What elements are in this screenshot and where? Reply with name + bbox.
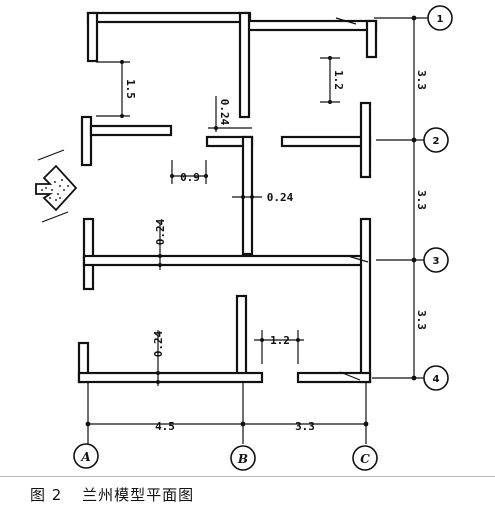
dim-opening-mid: 0.9	[180, 171, 200, 184]
dim-wall-upper-group: 0.24	[208, 96, 252, 132]
wall-left-row2	[80, 115, 93, 167]
dim-wall-thk-left-mid: 0.24	[154, 218, 167, 245]
wall-right-lower	[359, 217, 372, 384]
caption-divider	[0, 476, 495, 477]
dim-span-bc: 3.3	[295, 420, 315, 433]
dim-opening-mid-group: 0.9	[170, 160, 208, 184]
dim-wall-left-mid-group: 0.24	[154, 218, 167, 270]
column-axis-a: A	[73, 443, 99, 469]
wall-center-lower	[235, 294, 248, 378]
column-axis-c: C	[352, 445, 378, 471]
dim-opening-bottom: 1.2	[270, 334, 290, 347]
wall-left-row3	[82, 217, 95, 291]
row-axis-label: 1	[437, 14, 444, 25]
figure-number: 图 2	[30, 486, 63, 504]
dim-wall-center-group: 0.24	[232, 191, 294, 204]
row-axis-label: 3	[433, 256, 440, 267]
figure-caption: 图 2 兰州模型平面图	[30, 484, 208, 505]
wall-center-mid	[241, 135, 254, 256]
column-axis-label: A	[80, 450, 90, 464]
dim-row-23: 3.3	[415, 190, 428, 210]
row-axis-label: 4	[433, 374, 440, 385]
entrance-arrow-icon	[35, 149, 78, 223]
dim-opening-bottom-group: 1.2	[254, 330, 304, 364]
row-axis-4: 4	[423, 365, 449, 391]
dim-opening-top-right-group: 1.2	[320, 56, 345, 104]
walls	[77, 11, 378, 384]
column-axis-b: B	[230, 445, 256, 471]
column-dimension-chain: 4.5 3.3	[85, 382, 369, 444]
figure-title: 兰州模型平面图	[82, 486, 195, 504]
wall-row2-right-stub	[280, 135, 372, 148]
wall-right-top	[365, 19, 378, 59]
wall-top-left	[86, 11, 252, 24]
dim-span-ab: 4.5	[155, 420, 175, 433]
wall-row2-left-stub	[89, 124, 173, 137]
wall-center-upper	[238, 11, 251, 119]
dim-opening-top-left-group: 1.5	[96, 60, 137, 118]
corner-ticks	[335, 17, 369, 381]
row-axis-1: 1	[424, 5, 453, 31]
wall-top-right	[246, 19, 378, 32]
dim-opening-top-left: 1.5	[124, 79, 137, 99]
wall-bottom-left	[77, 371, 264, 384]
dim-wall-thk-center: 0.24	[267, 191, 294, 204]
wall-left-top	[86, 11, 99, 63]
wall-right-row2	[359, 101, 372, 179]
dim-wall-thk-left-low: 0.24	[152, 330, 165, 357]
row-axis-2: 2	[423, 127, 449, 153]
row-axis-label: 2	[433, 136, 440, 147]
row-dimension-chain: 3.3 3.3 3.3	[372, 15, 428, 381]
wall-row3	[82, 254, 368, 267]
dim-row-34: 3.3	[415, 310, 428, 330]
column-axis-label: C	[360, 452, 370, 466]
dim-wall-thk-upper: 0.24	[218, 99, 231, 126]
dim-row-12: 3.3	[415, 70, 428, 90]
dim-wall-left-low-group: 0.24	[152, 330, 165, 386]
column-axis-label: B	[237, 452, 248, 466]
dim-opening-top-right: 1.2	[332, 70, 345, 90]
row-axis-3: 3	[423, 247, 449, 273]
wall-bottom-right	[296, 371, 372, 384]
